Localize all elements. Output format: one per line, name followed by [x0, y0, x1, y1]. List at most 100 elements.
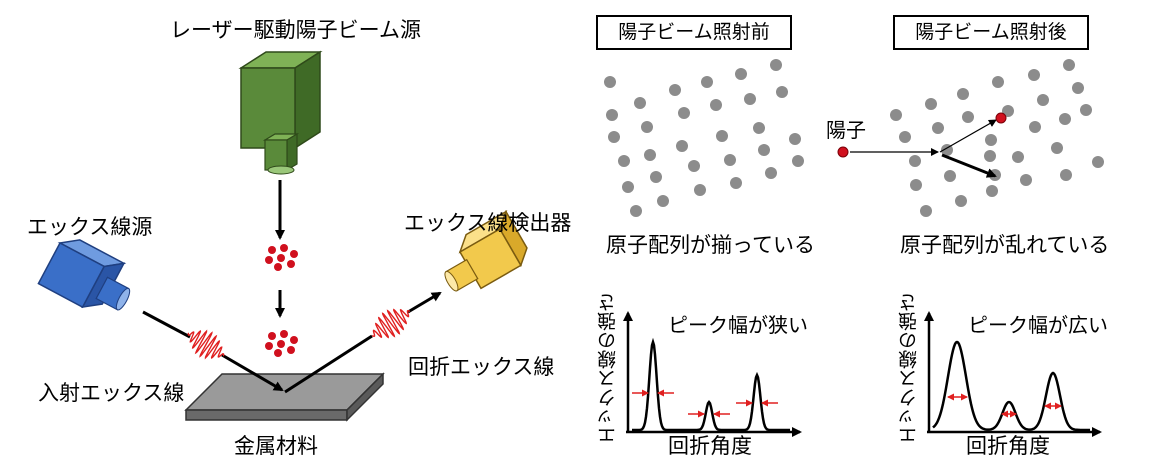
proton-dot — [277, 340, 285, 348]
incident-wave — [187, 329, 225, 360]
after-title: 陽子ビーム照射後 — [915, 21, 1067, 43]
graph-after — [924, 311, 1102, 437]
atom-dot — [688, 160, 700, 172]
atom-dot — [676, 140, 688, 152]
incident-xray-arrow — [221, 353, 284, 392]
proton-dot — [265, 342, 273, 350]
atom-dot — [1080, 104, 1092, 116]
before-caption: 原子配列が揃っている — [606, 233, 815, 257]
proton-dot — [277, 254, 285, 262]
peak-curve-narrow — [632, 337, 790, 432]
atom-dot — [678, 107, 690, 119]
proton-dot — [274, 349, 282, 357]
atom-dot — [650, 171, 662, 183]
proton-dot — [280, 244, 288, 252]
atom-dot — [622, 181, 634, 193]
atom-dot — [744, 93, 756, 105]
atom-dot — [776, 86, 788, 98]
atom-dot — [701, 76, 713, 88]
deflected-proton — [995, 112, 1007, 124]
atom-dot — [1037, 94, 1049, 106]
atom-dot — [770, 59, 782, 71]
atom-dot — [789, 133, 801, 145]
after-title-box: 陽子ビーム照射後 — [893, 15, 1089, 50]
atom-dot — [608, 131, 620, 143]
atom-dot — [630, 205, 642, 217]
peak-curve-broad — [932, 340, 1090, 432]
detector-label: エックス線検出器 — [404, 211, 572, 235]
atom-dot — [792, 155, 804, 167]
proton-cluster-2 — [265, 330, 298, 357]
atom-dot — [985, 134, 997, 146]
atom-dot — [753, 122, 765, 134]
proton-dot — [287, 346, 295, 354]
atom-dot — [710, 99, 722, 111]
atom-dot — [944, 170, 956, 182]
atom-dot — [730, 177, 742, 189]
width-indicators-narrow — [632, 389, 778, 418]
atom-dot — [1020, 174, 1032, 186]
atom-dot — [644, 149, 656, 161]
diffracted-xray-label: 回折エックス線 — [408, 355, 555, 379]
atom-dot — [932, 122, 944, 134]
proton-dot — [274, 263, 282, 271]
atom-dot — [716, 130, 728, 142]
atom-dot — [986, 185, 998, 197]
atom-dot — [735, 68, 747, 80]
atom-dot — [925, 98, 937, 110]
atom-dot — [657, 195, 669, 207]
atom-dot — [1092, 156, 1104, 168]
atom-dot — [1072, 82, 1084, 94]
atom-dot — [957, 88, 969, 100]
atom-dot — [669, 84, 681, 96]
atom-dot — [984, 150, 996, 162]
atom-dot — [618, 155, 630, 167]
proton-label: 陽子 — [826, 118, 866, 142]
atom-dot — [1059, 113, 1071, 125]
metal-material — [184, 372, 385, 422]
atom-dot — [1012, 151, 1024, 163]
atom-dot — [1051, 142, 1063, 154]
diffracted-wave — [371, 308, 411, 339]
proton-dot — [287, 260, 295, 268]
proton-dot — [268, 246, 276, 254]
atom-dot — [909, 155, 921, 167]
atom-dot — [962, 111, 974, 123]
atom-dot — [992, 76, 1004, 88]
atom-dot — [604, 76, 616, 88]
proton-dot — [290, 250, 298, 258]
after-caption: 原子配列が乱れている — [900, 233, 1110, 257]
atom-dot — [1063, 59, 1075, 71]
atom-dot — [910, 179, 922, 191]
width-indicators-broad — [947, 393, 1062, 418]
incident-xray-label: 入射エックス線 — [38, 381, 185, 405]
atom-dot — [1060, 169, 1072, 181]
proton-dot — [268, 332, 276, 340]
atom-lattice-after — [890, 59, 1104, 217]
atom-dot — [890, 109, 902, 121]
atom-dot — [1028, 69, 1040, 81]
atom-dot — [1029, 121, 1041, 133]
atom-dot — [899, 131, 911, 143]
atom-dot — [758, 144, 770, 156]
atom-dot — [941, 144, 953, 156]
after-y-axis-label: エックス線の強さ — [898, 293, 920, 445]
xray-source-icon — [37, 239, 131, 311]
after-x-axis-label: 回折角度 — [966, 434, 1050, 458]
after-peak-label: ピーク幅が広い — [968, 313, 1108, 337]
atom-lattice-before — [604, 59, 804, 217]
displaced-atom-arrow — [941, 153, 997, 178]
graph-before — [623, 311, 802, 437]
atom-dot — [920, 205, 932, 217]
proton-cluster-1 — [265, 244, 298, 271]
diffracted-xray-arrow — [407, 291, 442, 314]
xray-detector-icon — [444, 209, 528, 292]
before-title-box: 陽子ビーム照射前 — [596, 15, 792, 50]
atom-dot — [724, 154, 736, 166]
proton-dot — [280, 330, 288, 338]
before-y-axis-label: エックス線の強さ — [597, 293, 619, 445]
proton-dot — [290, 336, 298, 344]
deflected-proton-arrow — [939, 119, 997, 153]
